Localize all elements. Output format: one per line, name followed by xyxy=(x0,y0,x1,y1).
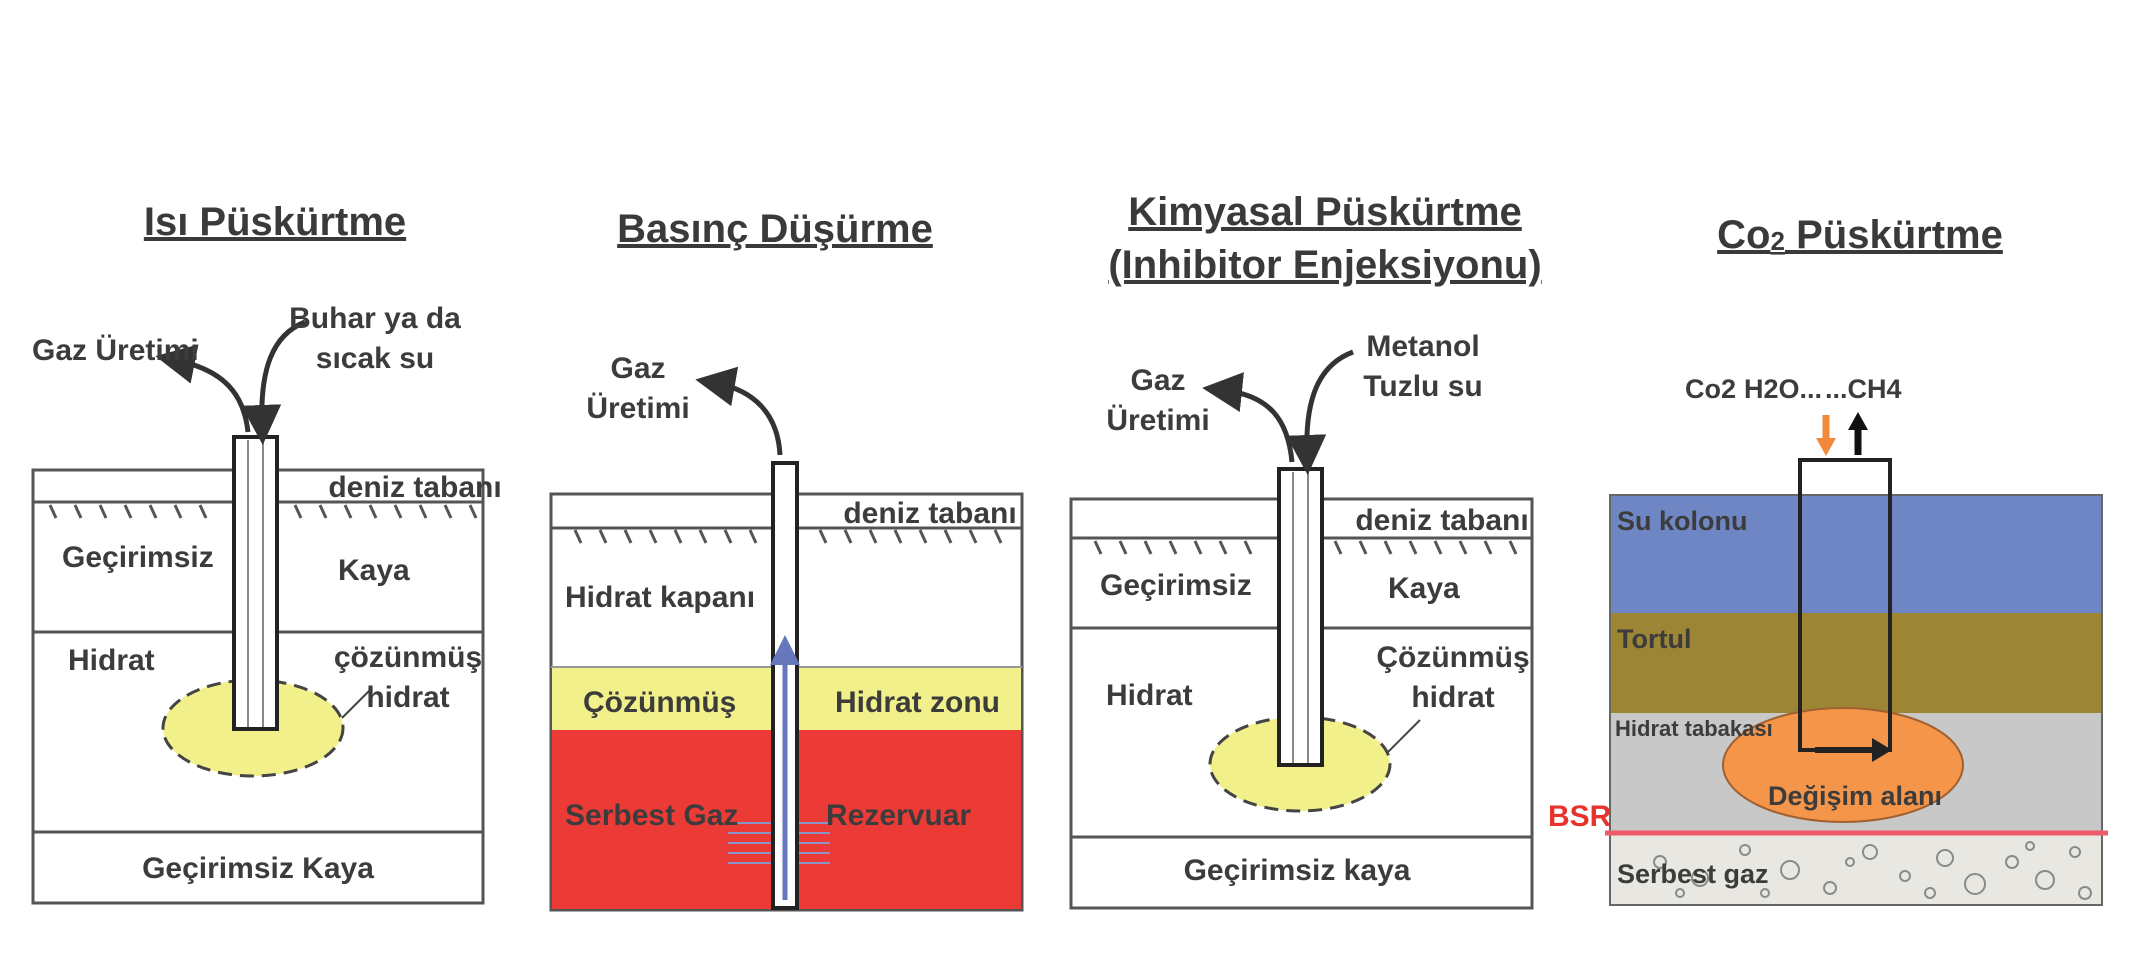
panel-1-inject-arrow xyxy=(241,319,306,445)
panel-1-inject-label-2: sıcak su xyxy=(316,342,434,375)
panel-chemical-injection: Kimyasal Püskürtme (Inhibitor Enjeksiyon… xyxy=(1069,190,1542,910)
panel-4-free-gas-layer xyxy=(1610,833,2102,905)
panel-2-seafloor-hatch xyxy=(573,529,1003,544)
panel-1-rock-label: Kaya xyxy=(338,554,410,587)
panel-4-free-gas-label: Serbest gaz xyxy=(1617,859,1769,889)
panel-3-inject-arrow xyxy=(1286,349,1354,475)
panel-2-free-gas-label: Serbest Gaz xyxy=(565,799,738,832)
panel-4-frame xyxy=(1609,494,2103,906)
panel-3-title-line-2: (Inhibitor Enjeksiyonu) xyxy=(1108,243,1541,287)
panel-co2-injection: Co2 Püskürtme Co2 H2O... ...CH4 Su kolon… xyxy=(1548,213,2108,906)
panel-4-water-column-layer xyxy=(1610,495,2102,613)
panel-3-bottom-label: Geçirimsiz kaya xyxy=(1184,854,1411,887)
panel-2-gas-label-1: Gaz xyxy=(610,352,665,385)
panel-1-dissolved-pointer xyxy=(341,689,371,719)
panel-1-well xyxy=(232,435,279,731)
panel-3-title-line-1: Kimyasal Püskürtme xyxy=(1128,190,1522,234)
panel-2-gas-label-2: Üretimi xyxy=(586,392,689,425)
panel-4-gas-bubbles xyxy=(1653,841,2092,900)
panel-1-hydrate-label: Hidrat xyxy=(68,644,155,677)
panel-heat-injection: Isı Püskürtme Gaz Üretimi Buhar ya da sı… xyxy=(31,200,502,905)
panel-4-sediment-label: Tortul xyxy=(1617,624,1691,654)
panel-3-hydrate-label: Hidrat xyxy=(1106,679,1193,712)
panel-4-bsr-label: BSR xyxy=(1548,800,1612,833)
panel-3-well xyxy=(1277,467,1324,767)
panel-4-ch4-label: ...CH4 xyxy=(1825,374,1902,404)
panel-4-hydrate-layer-label: Hidrat tabakası xyxy=(1615,716,1773,741)
panel-2-zone-label: Hidrat zonu xyxy=(835,686,1000,719)
panel-1-gas-out-arrow xyxy=(155,344,251,433)
panel-3-seafloor-hatch xyxy=(1093,540,1518,555)
panel-4-ch4-out-arrowhead xyxy=(1848,412,1868,430)
panel-1-title: Isı Püskürtme xyxy=(144,200,406,244)
panel-3-gas-label-2: Üretimi xyxy=(1106,404,1209,437)
panel-4-exchange-arrowhead xyxy=(1872,738,1892,762)
panel-1-inject-label-1: Buhar ya da xyxy=(289,302,461,335)
panel-2-trap-label: Hidrat kapanı xyxy=(565,581,755,614)
panel-2-dissolved-label: Çözünmüş xyxy=(583,686,736,719)
panel-3-inject-label-2: Tuzlu su xyxy=(1363,370,1482,403)
panel-4-title: Co2 Püskürtme xyxy=(1717,213,2003,257)
panel-1-dissolved-label-2: hidrat xyxy=(366,681,449,714)
panel-4-exchange-label: Değişim alanı xyxy=(1768,781,1942,811)
panel-1-impermeable-label: Geçirimsiz xyxy=(62,541,214,574)
panel-4-exchange-zone xyxy=(1722,707,1964,823)
panel-2-reservoir-label: Rezervuar xyxy=(826,799,971,832)
panel-4-h2o-label: H2O... xyxy=(1744,374,1822,404)
panel-3-rock-label: Kaya xyxy=(1388,572,1460,605)
panel-3-seafloor-label: deniz tabanı xyxy=(1355,504,1528,537)
panel-1-bottom-label: Geçirimsiz Kaya xyxy=(142,852,374,885)
panel-2-title: Basınç Düşürme xyxy=(617,207,933,251)
panel-3-dissolved-label-2: hidrat xyxy=(1411,681,1494,714)
panel-3-impermeable-label: Geçirimsiz xyxy=(1100,569,1252,602)
panel-3-dissolved-label-1: Çözünmüş xyxy=(1376,641,1529,674)
panel-3-gas-out-arrow xyxy=(1202,372,1295,463)
panel-3-gas-label-1: Gaz xyxy=(1130,364,1185,397)
panel-4-sediment-layer xyxy=(1610,613,2102,713)
panel-4-co2-label: Co2 xyxy=(1685,374,1736,404)
panel-1-dissolved-label-1: çözünmüş xyxy=(334,641,482,674)
panel-depressurization: Basınç Düşürme Gaz Üretimi deniz tabanı … xyxy=(549,207,1024,912)
panel-1-gas-label: Gaz Üretimi xyxy=(32,334,199,367)
panel-1-seafloor-label: deniz tabanı xyxy=(328,471,501,504)
panel-3-inject-label-1: Metanol xyxy=(1366,330,1479,363)
panel-1-seafloor-hatch xyxy=(48,504,478,519)
panel-2-seafloor-label: deniz tabanı xyxy=(843,497,1016,530)
panel-3-dissolved-pointer xyxy=(1387,719,1421,753)
panel-4-co2-in-arrowhead xyxy=(1816,438,1836,456)
panel-2-gas-out-arrow xyxy=(695,366,783,456)
panel-4-water-column-label: Su kolonu xyxy=(1617,506,1748,536)
